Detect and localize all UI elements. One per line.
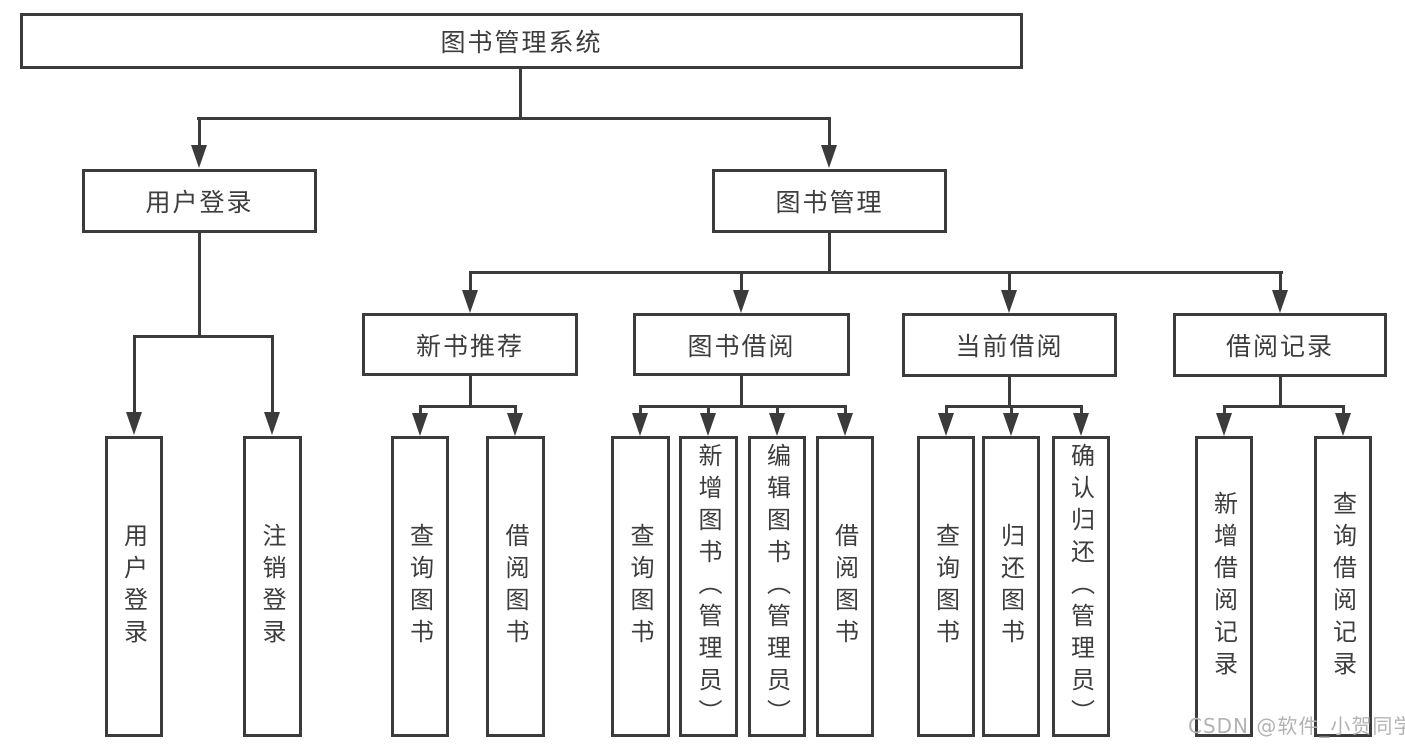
connector-vline	[198, 233, 201, 335]
connector-hline	[945, 405, 1083, 408]
node-book-borrowing: 图书借阅	[633, 313, 850, 376]
leaf-query-books-borrow: 查询图书	[611, 436, 670, 737]
leaf-return-books: 归还图书	[982, 436, 1040, 737]
leaf-borrow-books-borrow: 借阅图书	[816, 436, 874, 737]
connector-vline	[469, 376, 472, 408]
node-new-book-recommend: 新书推荐	[362, 313, 578, 376]
node-root-library-system: 图书管理系统	[20, 13, 1023, 69]
connector-hline	[1223, 405, 1345, 408]
connector-vline	[1279, 271, 1282, 291]
connector-vline	[198, 117, 201, 146]
node-borrowing-records: 借阅记录	[1173, 313, 1387, 377]
arrow-down-icon	[412, 413, 428, 436]
connector-hline	[197, 117, 831, 120]
connector-vline	[945, 405, 948, 415]
connector-vline	[514, 405, 517, 415]
leaf-borrow-books-newbook: 借阅图书	[486, 436, 545, 737]
connector-vline	[1342, 405, 1345, 415]
leaf-confirm-return-admin: 确认归还（管理员）	[1052, 436, 1110, 737]
connector-vline	[639, 405, 642, 415]
connector-vline	[776, 405, 779, 415]
connector-vline	[1279, 376, 1282, 408]
leaf-add-borrow-record: 新增借阅记录	[1195, 436, 1253, 737]
arrow-down-icon	[700, 413, 716, 436]
leaf-logout: 注销登录	[243, 436, 302, 737]
connector-vline	[828, 117, 831, 146]
arrow-down-icon	[733, 290, 749, 313]
node-book-management: 图书管理	[712, 169, 947, 233]
connector-vline	[519, 69, 522, 117]
connector-vline	[740, 376, 743, 408]
connector-hline	[133, 335, 274, 338]
arrow-down-icon	[126, 412, 142, 435]
connector-vline	[1223, 405, 1226, 415]
connector-vline	[828, 233, 831, 272]
arrow-down-icon	[1216, 413, 1232, 436]
connector-vline	[1010, 405, 1013, 415]
leaf-query-books-newbook: 查询图书	[391, 436, 449, 737]
connector-hline	[419, 405, 517, 408]
arrow-down-icon	[821, 145, 837, 168]
leaf-query-borrow-record: 查询借阅记录	[1314, 436, 1372, 737]
connector-vline	[707, 405, 710, 415]
leaf-add-books-admin: 新增图书（管理员）	[679, 436, 738, 737]
arrow-down-icon	[507, 413, 523, 436]
connector-vline	[271, 335, 274, 414]
connector-vline	[844, 405, 847, 415]
arrow-down-icon	[1003, 413, 1019, 436]
connector-vline	[740, 271, 743, 291]
node-current-borrowing: 当前借阅	[902, 313, 1117, 377]
connector-vline	[419, 405, 422, 415]
arrow-down-icon	[1001, 290, 1017, 313]
connector-vline	[1008, 271, 1011, 291]
arrow-down-icon	[191, 145, 207, 168]
connector-hline	[469, 271, 1283, 274]
arrow-down-icon	[1073, 413, 1089, 436]
csdn-watermark: CSDN @软件_小贺同学	[1188, 714, 1405, 738]
arrow-down-icon	[1335, 413, 1351, 436]
leaf-user-login: 用户登录	[105, 436, 163, 737]
connector-vline	[1080, 405, 1083, 415]
connector-vline	[1008, 376, 1011, 408]
arrow-down-icon	[462, 290, 478, 313]
arrow-down-icon	[837, 413, 853, 436]
connector-vline	[133, 335, 136, 414]
arrow-down-icon	[264, 412, 280, 435]
leaf-edit-books-admin: 编辑图书（管理员）	[748, 436, 806, 737]
leaf-query-books-current: 查询图书	[917, 436, 975, 737]
connector-hline	[639, 405, 847, 408]
connector-vline	[469, 271, 472, 291]
arrow-down-icon	[632, 413, 648, 436]
arrow-down-icon	[769, 413, 785, 436]
node-user-login: 用户登录	[82, 169, 317, 233]
arrow-down-icon	[938, 413, 954, 436]
arrow-down-icon	[1272, 290, 1288, 313]
